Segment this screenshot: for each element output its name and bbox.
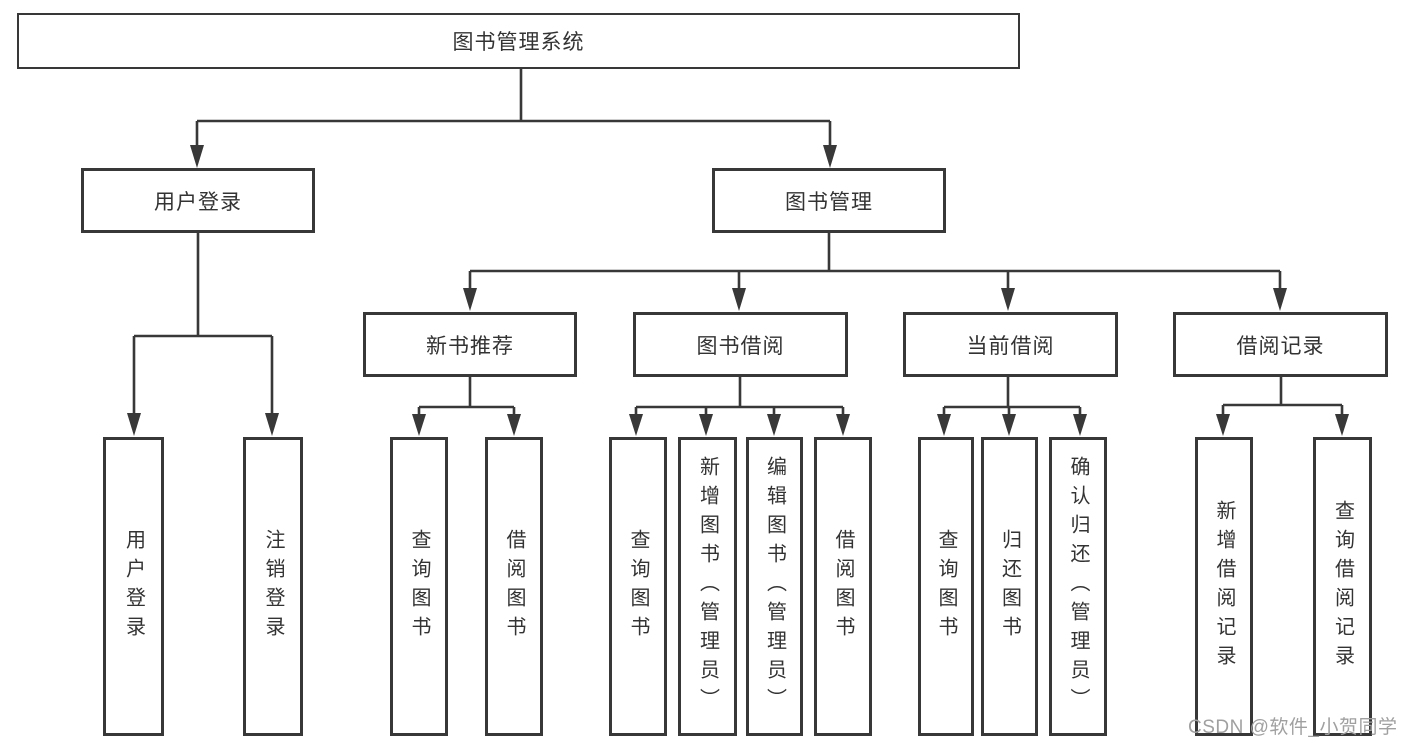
node-book-management: 图书管理 (712, 168, 946, 233)
node-label: 图书借阅 (696, 334, 785, 358)
leaf-query-books-recommend: 查询图书 (390, 437, 448, 736)
leaf-label: 查询图书 (627, 528, 649, 645)
node-label: 图书管理系统 (452, 31, 585, 54)
leaf-add-book-admin: 新增图书（管理员） (678, 437, 737, 736)
node-label: 图书管理 (785, 190, 873, 214)
node-user-login: 用户登录 (81, 168, 315, 233)
leaf-label: 注销登录 (262, 528, 284, 645)
node-library-management-system: 图书管理系统 (17, 13, 1020, 69)
arrowheads (127, 145, 1349, 436)
leaf-query-books-borrowing: 查询图书 (609, 437, 667, 736)
node-label: 新书推荐 (426, 334, 514, 358)
leaf-user-login: 用户登录 (103, 437, 164, 736)
leaf-borrow-books: 借阅图书 (814, 437, 872, 736)
leaf-edit-book-admin: 编辑图书（管理员） (746, 437, 803, 736)
node-book-borrowing: 图书借阅 (633, 312, 848, 377)
leaf-query-books-current: 查询图书 (918, 437, 974, 736)
leaf-confirm-return-admin: 确认归还（管理员） (1049, 437, 1107, 736)
leaf-label: 借阅图书 (503, 528, 525, 645)
leaf-borrow-books-recommend: 借阅图书 (485, 437, 543, 736)
node-current-borrowing: 当前借阅 (903, 312, 1118, 377)
leaf-label: 查询借阅记录 (1331, 499, 1354, 674)
leaf-add-borrow-record: 新增借阅记录 (1195, 437, 1253, 736)
leaf-label: 编辑图书（管理员） (763, 456, 786, 717)
leaf-return-books: 归还图书 (981, 437, 1038, 736)
leaf-label: 用户登录 (122, 528, 145, 645)
leaf-label: 归还图书 (998, 528, 1021, 645)
leaf-label: 新增图书（管理员） (696, 456, 719, 717)
node-new-book-recommendation: 新书推荐 (363, 312, 577, 377)
leaf-label: 新增借阅记录 (1213, 499, 1235, 674)
node-borrowing-records: 借阅记录 (1173, 312, 1388, 377)
node-label: 当前借阅 (966, 334, 1055, 358)
leaf-label: 确认归还（管理员） (1067, 456, 1089, 717)
node-label: 用户登录 (154, 190, 242, 214)
leaf-label: 查询图书 (935, 528, 957, 645)
leaf-logout: 注销登录 (243, 437, 303, 736)
leaf-label: 借阅图书 (832, 528, 854, 645)
watermark-text: CSDN @软件_小贺同学 (1188, 717, 1398, 738)
leaf-query-borrow-record: 查询借阅记录 (1313, 437, 1372, 736)
node-label: 借阅记录 (1236, 334, 1325, 358)
leaf-label: 查询图书 (408, 528, 430, 645)
